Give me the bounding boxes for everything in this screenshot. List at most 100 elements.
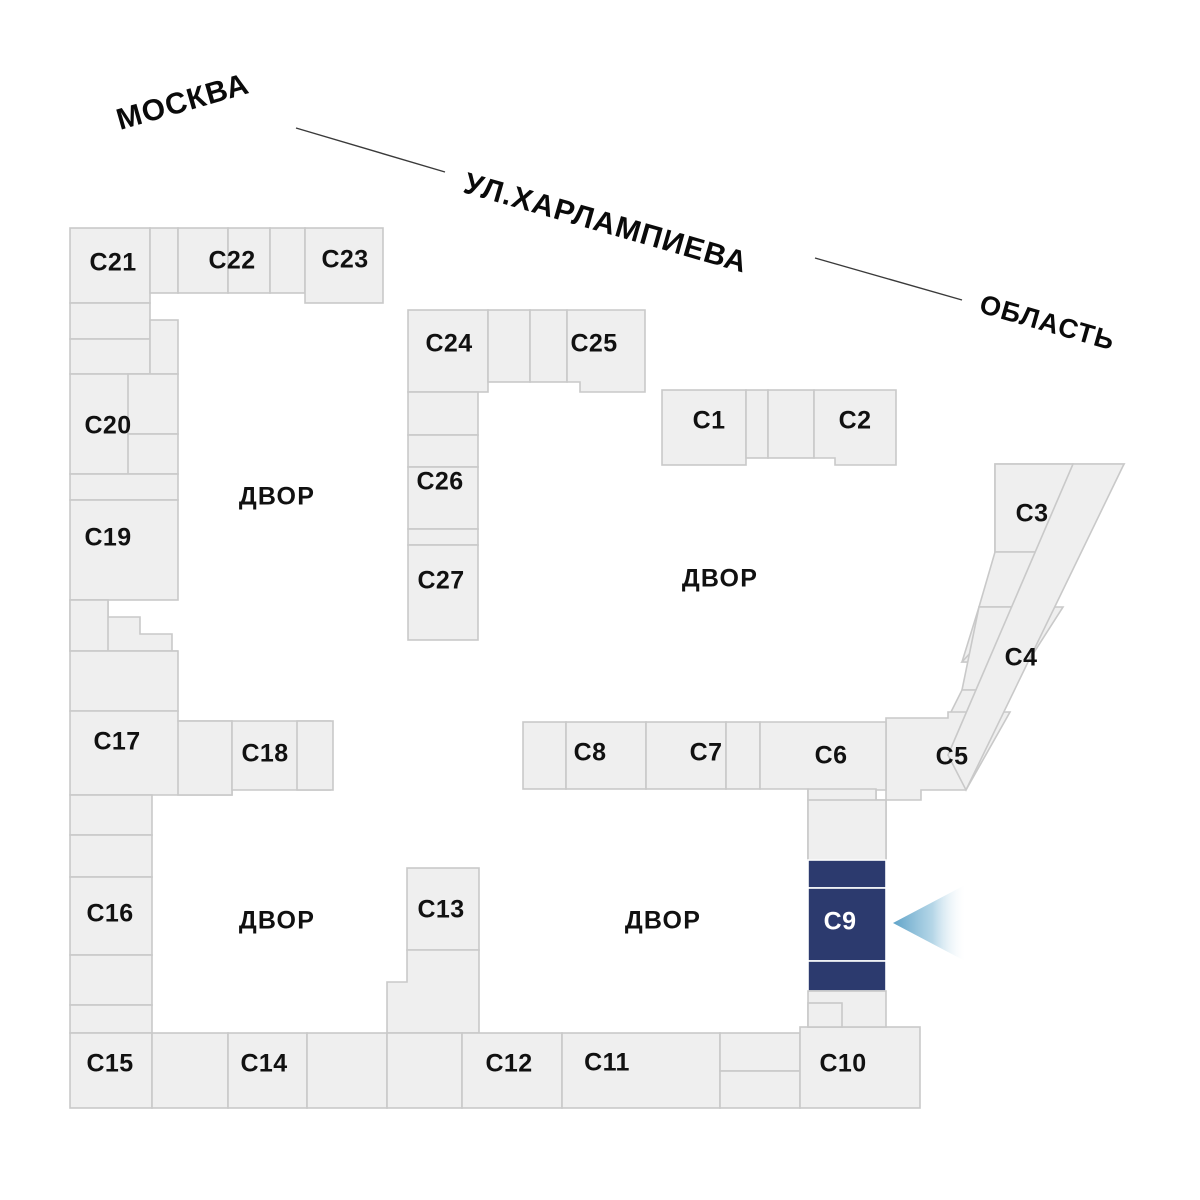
block-shape-c26-seg2[interactable]: [407, 434, 479, 468]
block-shape-c7-seg[interactable]: [725, 721, 761, 790]
block-shape-c25[interactable]: [566, 309, 646, 393]
block-shape-c7[interactable]: [645, 721, 727, 790]
yard-label-ne: ДВОР: [682, 565, 758, 593]
block-label-c19: C19: [84, 524, 131, 552]
block-shape-left-seg1[interactable]: [69, 302, 151, 340]
block-shape-c9-bottom[interactable]: [807, 960, 887, 992]
block-shape-left-seg4[interactable]: [69, 599, 109, 652]
block-group-center-north: [407, 309, 646, 641]
block-shape-left-inner1[interactable]: [149, 319, 179, 375]
yard-label-sw: ДВОР: [239, 907, 315, 935]
block-shape-left-seg3[interactable]: [69, 473, 179, 501]
block-shape-c25-seg[interactable]: [529, 309, 568, 383]
block-shape-c22c[interactable]: [269, 227, 306, 294]
block-label-c17: C17: [93, 728, 140, 756]
block-shape-c2[interactable]: [813, 389, 897, 466]
block-shape-c22a[interactable]: [177, 227, 229, 294]
block-label-c1: C1: [693, 407, 726, 435]
block-label-c9: C9: [824, 908, 857, 936]
block-group-selected: [807, 859, 887, 1028]
block-shape-sw-seg4[interactable]: [69, 1004, 153, 1034]
block-group-southwest: [69, 794, 388, 1109]
block-shape-c26-seg1[interactable]: [407, 391, 479, 436]
block-label-c23: C23: [321, 246, 368, 274]
block-shape-sw-seg3[interactable]: [69, 954, 153, 1006]
block-shape-c15[interactable]: [69, 1032, 153, 1109]
block-label-c7: C7: [690, 739, 723, 767]
yard-label-se: ДВОР: [625, 907, 701, 935]
block-label-c14: C14: [240, 1050, 287, 1078]
block-shape-c21-seg[interactable]: [149, 227, 179, 294]
block-shape-c20-inner2[interactable]: [127, 433, 179, 475]
yard-labels: ДВОР ДВОР ДВОР ДВОР: [239, 483, 758, 935]
label-moscow: МОСКВА: [113, 67, 253, 136]
block-label-c3: C3: [1016, 500, 1049, 528]
block-shape-c8-left[interactable]: [522, 721, 567, 790]
street-line-right: [814, 257, 963, 301]
block-shape-c14[interactable]: [227, 1032, 308, 1109]
block-label-c10: C10: [819, 1050, 866, 1078]
block-label-c25: C25: [570, 330, 617, 358]
block-shape-c19[interactable]: [69, 499, 179, 601]
block-shape-c16[interactable]: [69, 876, 153, 956]
block-shape-c9-top[interactable]: [807, 859, 887, 889]
block-group-center-band: [522, 721, 887, 861]
block-shape-c14-seg[interactable]: [306, 1032, 388, 1109]
block-group-east: [885, 463, 1126, 801]
label-region: ОБЛАСТЬ: [976, 289, 1118, 356]
block-group-center-south: [386, 867, 921, 1109]
block-labels: C1 C2 C3 C4 C5 C6 C7 C8 C9 C10 C11 C12 C…: [84, 246, 1048, 1078]
street-line-left: [295, 127, 446, 173]
block-shape-sw-seg1[interactable]: [69, 794, 153, 836]
block-label-c22: C22: [208, 247, 255, 275]
block-shape-c10[interactable]: [799, 1026, 921, 1109]
block-shape-c24-seg[interactable]: [487, 309, 531, 383]
yard-label-nw: ДВОР: [239, 483, 315, 511]
block-label-c18: C18: [241, 740, 288, 768]
block-label-c11: C11: [584, 1049, 630, 1077]
block-shape-c12-left[interactable]: [386, 1032, 463, 1109]
block-label-c8: C8: [574, 739, 607, 767]
block-shape-c1[interactable]: [661, 389, 747, 466]
block-shape-c21[interactable]: [69, 227, 151, 304]
block-group-northeast: [661, 389, 897, 466]
block-shape-c11-seg[interactable]: [719, 1032, 801, 1072]
block-shape-c24[interactable]: [407, 309, 489, 393]
block-label-c21: C21: [89, 249, 136, 277]
block-shape-c22b[interactable]: [227, 227, 271, 294]
block-shape-c11-seg2[interactable]: [719, 1070, 801, 1109]
block-shape-left-seg2[interactable]: [69, 338, 151, 375]
block-shape-c26-seg3[interactable]: [407, 528, 479, 546]
block-shape-sw-seg2[interactable]: [69, 834, 153, 878]
block-label-c5: C5: [936, 743, 969, 771]
block-shape-c8[interactable]: [565, 721, 647, 790]
block-shape-c26[interactable]: [407, 466, 479, 530]
block-group-northwest: [69, 227, 384, 796]
block-shape-c9-below2[interactable]: [807, 1002, 843, 1028]
block-shape-east-wedge[interactable]: [947, 463, 1126, 792]
block-shape-c6-stem2[interactable]: [807, 799, 887, 861]
block-shape-c23[interactable]: [304, 227, 384, 304]
block-label-c15: C15: [86, 1050, 133, 1078]
block-label-c24: C24: [425, 330, 472, 358]
label-street-name: УЛ.ХАРЛАМПИЕВА: [460, 167, 751, 280]
block-shape-c17-seg[interactable]: [177, 720, 233, 796]
block-label-c2: C2: [839, 407, 872, 435]
street-lines: [295, 127, 963, 301]
block-shape-c9-main[interactable]: [807, 887, 887, 962]
block-shape-c13-seg[interactable]: [386, 949, 480, 1034]
block-label-c20: C20: [84, 412, 131, 440]
block-label-c26: C26: [416, 468, 463, 496]
block-label-c16: C16: [86, 900, 133, 928]
block-shape-c20-inner[interactable]: [127, 373, 179, 435]
block-shape-c1-seg[interactable]: [745, 389, 769, 459]
block-label-c4: C4: [1005, 644, 1038, 672]
selection-arrow: [893, 885, 965, 961]
block-shape-c18-seg[interactable]: [296, 720, 334, 791]
block-shape-c15-seg[interactable]: [151, 1032, 229, 1109]
block-shape-c27[interactable]: [407, 544, 479, 641]
block-shape-c2-seg[interactable]: [767, 389, 815, 459]
block-shape-left-seg5[interactable]: [69, 650, 179, 712]
